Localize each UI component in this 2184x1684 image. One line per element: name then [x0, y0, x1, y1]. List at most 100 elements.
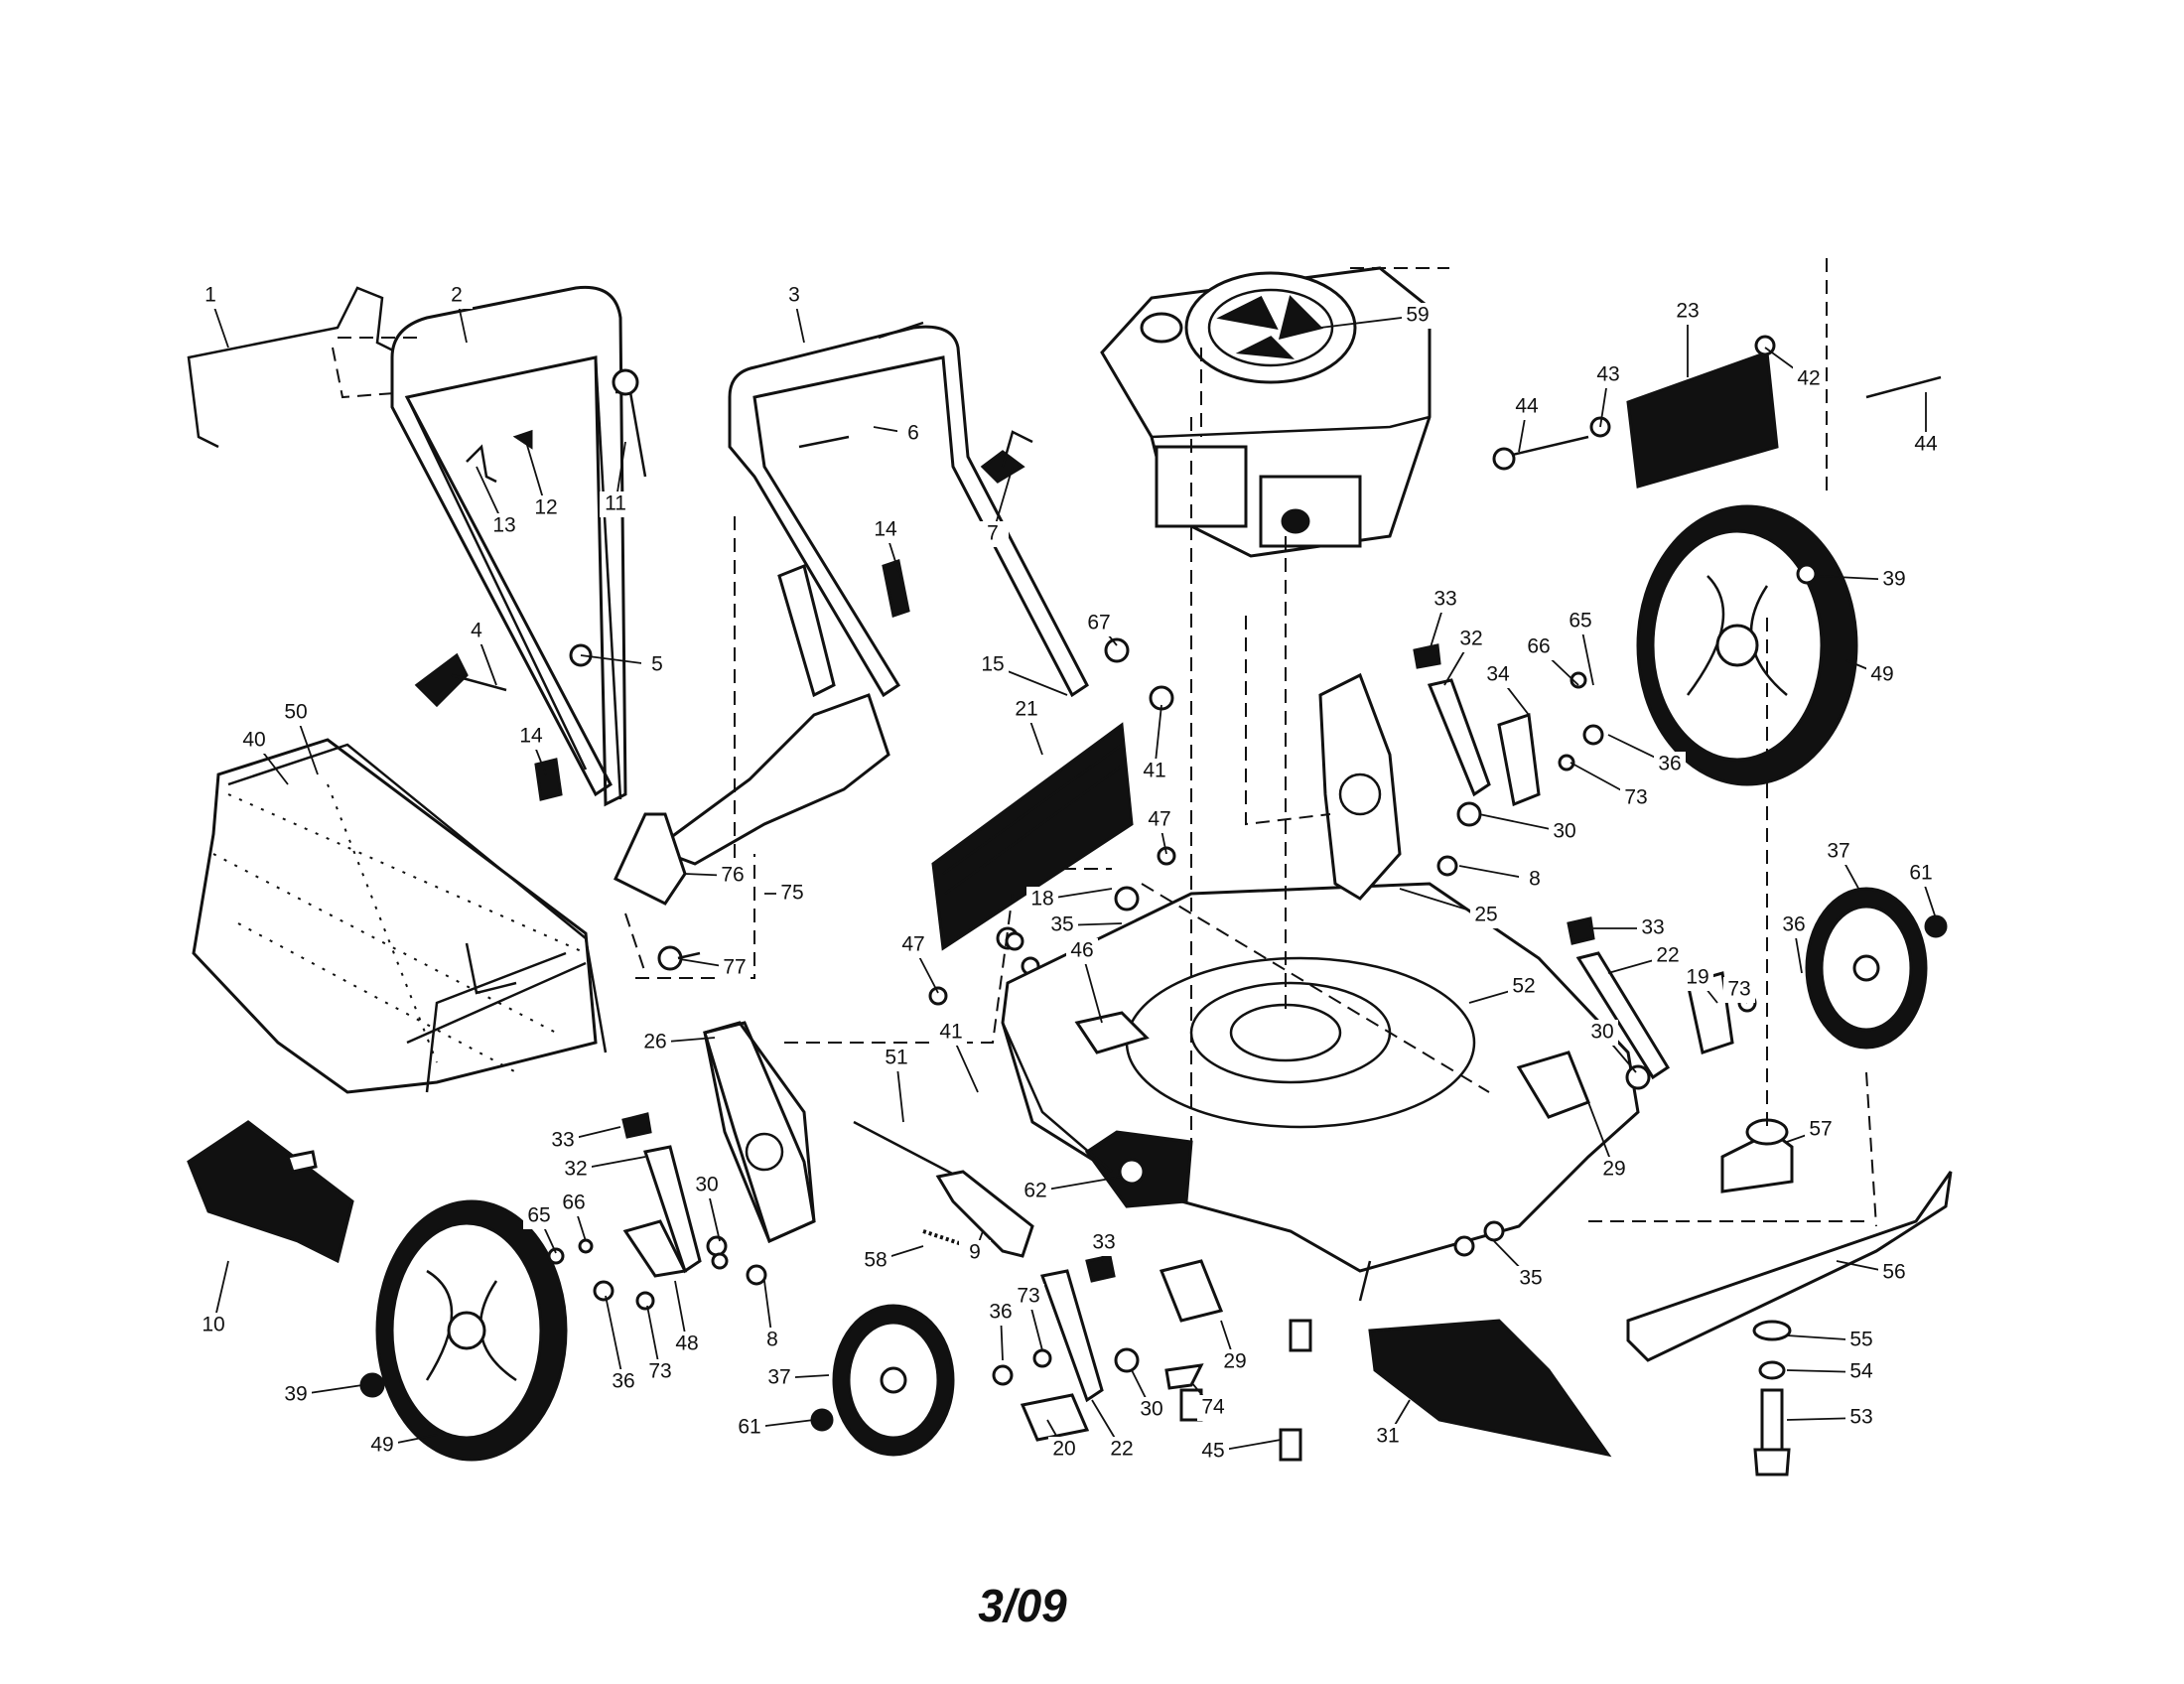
- callout-bg-c18: [1026, 887, 1058, 912]
- callout-c74: 74: [1201, 1396, 1225, 1419]
- callout-c25: 25: [1474, 904, 1497, 926]
- callout-c9: 9: [969, 1241, 981, 1264]
- callout-bg-c44b: [1910, 432, 1942, 458]
- callout-c26: 26: [643, 1031, 666, 1053]
- callout-c31: 31: [1376, 1425, 1399, 1448]
- blade-assembly: [1626, 1118, 1953, 1476]
- callout-c39a: 39: [1882, 568, 1905, 591]
- callout-c58: 58: [864, 1249, 887, 1272]
- callout-bg-c19: [1682, 965, 1713, 991]
- callout-bg-c59: [1402, 303, 1433, 329]
- callout-bg-c74: [1197, 1395, 1229, 1421]
- callout-bg-c41a: [1139, 759, 1170, 784]
- callout-bg-c47a: [1144, 807, 1175, 833]
- callout-c54: 54: [1849, 1360, 1873, 1383]
- callout-bg-c11: [600, 491, 631, 517]
- callout-c39b: 39: [284, 1383, 307, 1406]
- callout-bg-c13: [488, 513, 520, 539]
- callout-bg-c22b: [1106, 1437, 1138, 1463]
- callout-bg-c56: [1878, 1260, 1910, 1286]
- callout-bg-c73a: [1620, 785, 1652, 811]
- callout-c8b: 8: [766, 1329, 778, 1351]
- callout-bg-c14a: [870, 517, 901, 543]
- callout-c18: 18: [1030, 888, 1053, 911]
- callout-bg-c15: [977, 652, 1009, 678]
- callout-c5: 5: [651, 653, 663, 676]
- callout-leader-c59: [1319, 315, 1419, 329]
- callout-c46: 46: [1070, 939, 1093, 962]
- callout-c14a: 14: [874, 518, 897, 541]
- callout-c50: 50: [284, 701, 307, 724]
- callout-c8a: 8: [1529, 868, 1541, 891]
- callout-c32b: 32: [564, 1158, 587, 1181]
- callout-bg-c57: [1805, 1117, 1837, 1143]
- callout-c29b: 29: [1223, 1350, 1246, 1373]
- callout-c19: 19: [1686, 966, 1708, 989]
- callout-bg-c12: [530, 495, 562, 521]
- callout-c36b: 36: [1782, 913, 1805, 936]
- callout-bg-c9: [959, 1240, 991, 1266]
- callout-bg-c20: [1048, 1437, 1080, 1463]
- callout-bg-c66b: [558, 1191, 590, 1216]
- callout-bg-c67: [1083, 611, 1115, 636]
- callout-bg-c6: [897, 421, 929, 447]
- engine: [1100, 266, 1432, 558]
- front-wheel-left: [810, 1304, 955, 1457]
- control-bail: [187, 286, 418, 449]
- rear-wheel-right: [1636, 504, 1858, 786]
- callout-c73a: 73: [1624, 786, 1647, 809]
- callout-c43: 43: [1596, 363, 1619, 386]
- callout-bg-c14b: [515, 724, 547, 750]
- callout-c7: 7: [987, 522, 999, 545]
- callout-bg-c45: [1197, 1439, 1229, 1465]
- callout-c36a: 36: [1658, 753, 1681, 775]
- callout-bg-c61a: [1905, 861, 1937, 887]
- rear-flap: [1626, 350, 1779, 489]
- height-adjuster-front-mid: [1039, 1269, 1104, 1403]
- callout-c33c: 33: [551, 1129, 574, 1152]
- callout-bg-c8b: [756, 1328, 788, 1353]
- callout-bg-c10: [198, 1313, 229, 1338]
- callout-c30d: 30: [1140, 1398, 1162, 1421]
- callout-bg-c46: [1066, 938, 1098, 964]
- callout-c65a: 65: [1569, 610, 1591, 632]
- callout-c21: 21: [1015, 698, 1037, 721]
- callout-bg-c65b: [523, 1203, 555, 1229]
- rear-wheel-left: [359, 1199, 568, 1462]
- callout-c56: 56: [1882, 1261, 1905, 1284]
- callout-c73d: 73: [1017, 1285, 1039, 1308]
- callout-bg-c36c: [608, 1369, 639, 1395]
- callout-bg-c61b: [734, 1415, 765, 1441]
- side-plate: [703, 1021, 816, 1244]
- callout-bg-c21: [1011, 697, 1042, 723]
- callout-bg-c36a: [1654, 752, 1686, 777]
- callout-bg-c35a: [1046, 912, 1078, 938]
- callout-c22a: 22: [1656, 944, 1679, 967]
- callout-c73c: 73: [648, 1360, 671, 1383]
- upper-handle: [390, 285, 627, 807]
- callout-bg-c66a: [1523, 634, 1555, 660]
- callout-c41a: 41: [1143, 760, 1165, 782]
- callout-bg-c30b: [1586, 1020, 1618, 1046]
- callout-c22b: 22: [1110, 1438, 1133, 1461]
- callout-bg-c22a: [1652, 943, 1684, 969]
- callout-c3: 3: [788, 284, 800, 307]
- callout-c49a: 49: [1870, 663, 1893, 686]
- callout-c45: 45: [1201, 1440, 1224, 1463]
- grass-catcher: [192, 738, 608, 1094]
- callout-bg-c33a: [1430, 587, 1461, 613]
- callout-bg-c73b: [1723, 977, 1755, 1003]
- lower-handle: [728, 325, 1089, 698]
- callout-c66a: 66: [1527, 635, 1550, 658]
- callout-bg-c52: [1508, 974, 1540, 1000]
- callout-bg-c37b: [763, 1365, 795, 1391]
- callout-bg-c2: [441, 283, 473, 309]
- callout-c37a: 37: [1827, 840, 1849, 863]
- callout-bg-c35b: [1515, 1266, 1547, 1292]
- callout-bg-c54: [1845, 1359, 1877, 1385]
- callout-c30a: 30: [1553, 820, 1575, 843]
- callout-bg-c36d: [985, 1300, 1017, 1326]
- callout-bg-c47b: [897, 932, 929, 958]
- callout-bg-c29b: [1219, 1349, 1251, 1375]
